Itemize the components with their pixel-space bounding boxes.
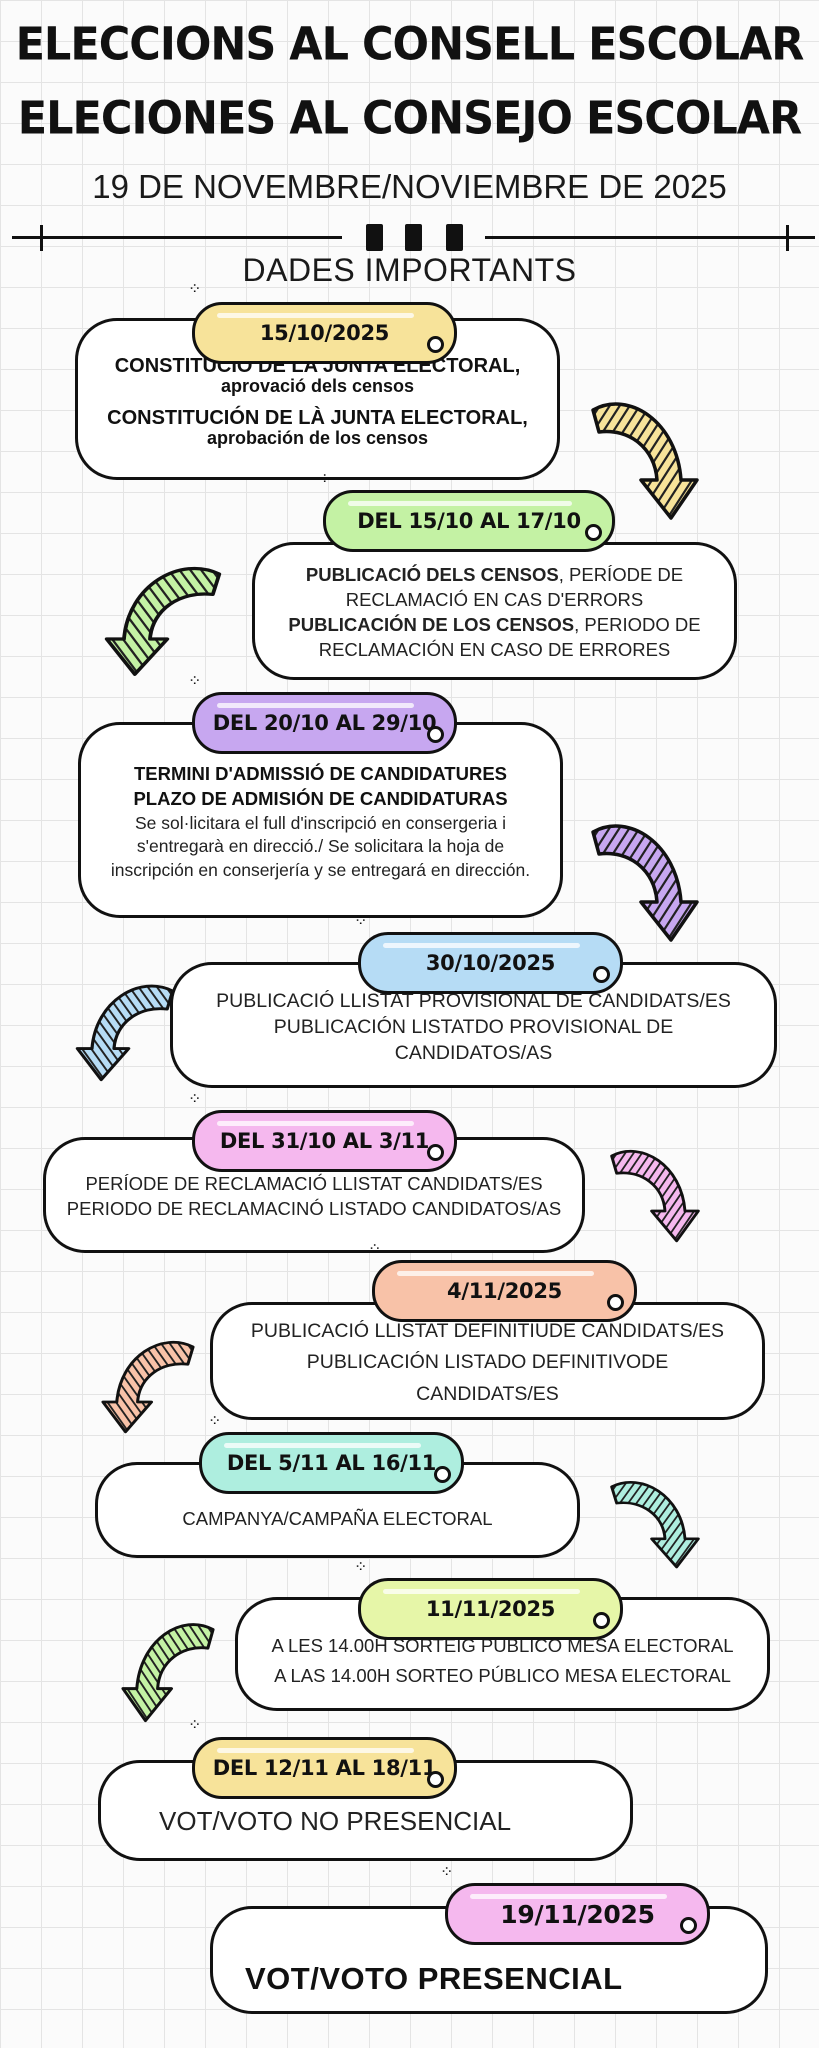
step-4-line-2: PUBLICACIÓN LISTATDO PROVISIONAL DE CAND…: [273, 1015, 674, 1065]
title-catalan: ELECCIONS AL CONSELL ESCOLAR: [15, 18, 805, 72]
step-10-date: 19/11/2025: [500, 1899, 655, 1929]
election-date: 19 DE NOVEMBRE/NOVIEMBRE DE 2025: [92, 168, 727, 205]
sparkle-icon: ⁘: [354, 1559, 368, 1576]
title-spanish: ELECIONES AL CONSEJO ESCOLAR: [17, 92, 802, 146]
step-3-box: TERMINI D'ADMISSIÓ DE CANDIDATURES PLAZO…: [78, 722, 563, 918]
step-2-line-4: RECLAMACIÓN EN CASO DE ERRORES: [318, 638, 671, 660]
step-1-line-2: aprovació dels censos: [220, 376, 415, 396]
sparkle-icon: ⁘: [188, 1091, 202, 1108]
arrow-left-down-icon: [104, 566, 222, 676]
step-5-line-2: PERIODO DE RECLAMACINÓ LISTADO CANDIDATO…: [66, 1198, 562, 1219]
arrow-left-down-icon: [121, 1623, 215, 1723]
step-2-date: DEL 15/10 AL 17/10: [357, 509, 581, 533]
sparkle-icon: ⁘: [188, 673, 202, 690]
step-9-date: DEL 12/11 AL 18/11: [212, 1756, 437, 1780]
arrow-right-down-icon: [610, 1150, 700, 1243]
sparkle-icon: ⁘: [440, 1864, 454, 1881]
step-9-date-badge: DEL 12/11 AL 18/11: [192, 1737, 457, 1799]
step-3-date-badge: DEL 20/10 AL 29/10: [192, 692, 457, 754]
step-3-line-5: inscripción en conserjería y se entregar…: [110, 859, 531, 880]
step-2-line-3: PUBLICACIÓN DE LOS CENSOS, PERIODO DE: [288, 614, 701, 635]
arrow-left-down-icon: [101, 1341, 195, 1434]
step-5-line-1: PERÍODE DE RECLAMACIÓ LLISTAT CANDIDATS/…: [85, 1173, 543, 1195]
step-6-box: PUBLICACIÓ LLISTAT DEFINITIUDE CANDIDATS…: [210, 1302, 765, 1420]
step-7-date: DEL 5/11 AL 16/11: [226, 1451, 437, 1475]
step-3-line-3: Se sol·licitara el full d'inscripció en …: [134, 812, 506, 833]
step-5-date: DEL 31/10 AL 3/11: [219, 1129, 430, 1153]
step-9-line-1: VOT/VOTO NO PRESENCIAL: [159, 1805, 512, 1836]
step-3-date: DEL 20/10 AL 29/10: [212, 711, 437, 735]
section-heading: DADES IMPORTANTS: [242, 252, 577, 288]
arrow-right-down-icon: [591, 402, 699, 520]
step-2-line-1: PUBLICACIÓ DELS CENSOS, PERÍODE DE: [305, 564, 684, 586]
step-2-date-badge: DEL 15/10 AL 17/10: [323, 490, 615, 552]
arrow-right-down-icon: [591, 824, 699, 942]
sparkle-icon: ⁘: [208, 1413, 222, 1430]
step-4-date-badge: 30/10/2025: [358, 932, 623, 994]
step-6-line-1: PUBLICACIÓ LLISTAT DEFINITIUDE CANDIDATS…: [250, 1320, 725, 1343]
sparkle-icon: ⁘: [188, 1717, 202, 1734]
sparkle-icon: ⁘: [368, 1241, 382, 1258]
step-10-line-1: VOT/VOTO PRESENCIAL: [245, 1961, 623, 1997]
step-4-line-1: PUBLICACIÓ LLISTAT PROVISIONAL DE CANDID…: [216, 989, 731, 1012]
step-8-date-badge: 11/11/2025: [358, 1578, 623, 1640]
step-8-line-1: A LES 14.00H SORTEIG PÚBLICO MESA ELECTO…: [271, 1635, 734, 1657]
step-2-line-2: RECLAMACIÓ EN CAS D'ERRORS: [345, 589, 644, 611]
step-6-date-badge: 4/11/2025: [372, 1260, 637, 1322]
step-7-line-1: CAMPANYA/CAMPAÑA ELECTORAL: [182, 1507, 493, 1529]
arrow-left-down-icon: [75, 984, 175, 1082]
arrow-right-down-icon: [610, 1481, 700, 1569]
step-8-line-2: A LAS 14.00H SORTEO PÚBLICO MESA ELECTOR…: [274, 1665, 731, 1686]
sparkle-icon: ⁘: [354, 913, 368, 930]
step-1-date-badge: 15/10/2025: [192, 302, 457, 364]
step-3-line-2: PLAZO DE ADMISIÓN DE CANDIDATURAS: [133, 787, 508, 809]
step-3-line-4: s'entregarà en direcció./ Se solicitara …: [136, 836, 505, 857]
step-3-line-1: TERMINI D'ADMISSIÓ DE CANDIDATURES: [133, 762, 508, 784]
step-5-date-badge: DEL 31/10 AL 3/11: [192, 1110, 457, 1172]
step-10-date-badge: 19/11/2025: [445, 1883, 710, 1945]
sparkle-icon: ⁘: [188, 281, 202, 298]
step-6-date: 4/11/2025: [447, 1279, 562, 1303]
step-4-date: 30/10/2025: [425, 951, 556, 975]
step-2-box: PUBLICACIÓ DELS CENSOS, PERÍODE DE RECLA…: [252, 542, 737, 680]
step-6-line-2: PUBLICACIÓN LISTADO DEFINITIVODE CANDIDA…: [306, 1351, 669, 1405]
sparkle-icon: ⁘: [318, 471, 332, 488]
step-1-date: 15/10/2025: [259, 321, 390, 345]
step-1-line-3: CONSTITUCIÓN DE LÀ JUNTA ELECTORAL,: [107, 407, 528, 429]
step-7-date-badge: DEL 5/11 AL 16/11: [199, 1432, 464, 1494]
step-8-date: 11/11/2025: [425, 1597, 556, 1621]
step-1-line-4: aprobación de los censos: [206, 428, 429, 448]
